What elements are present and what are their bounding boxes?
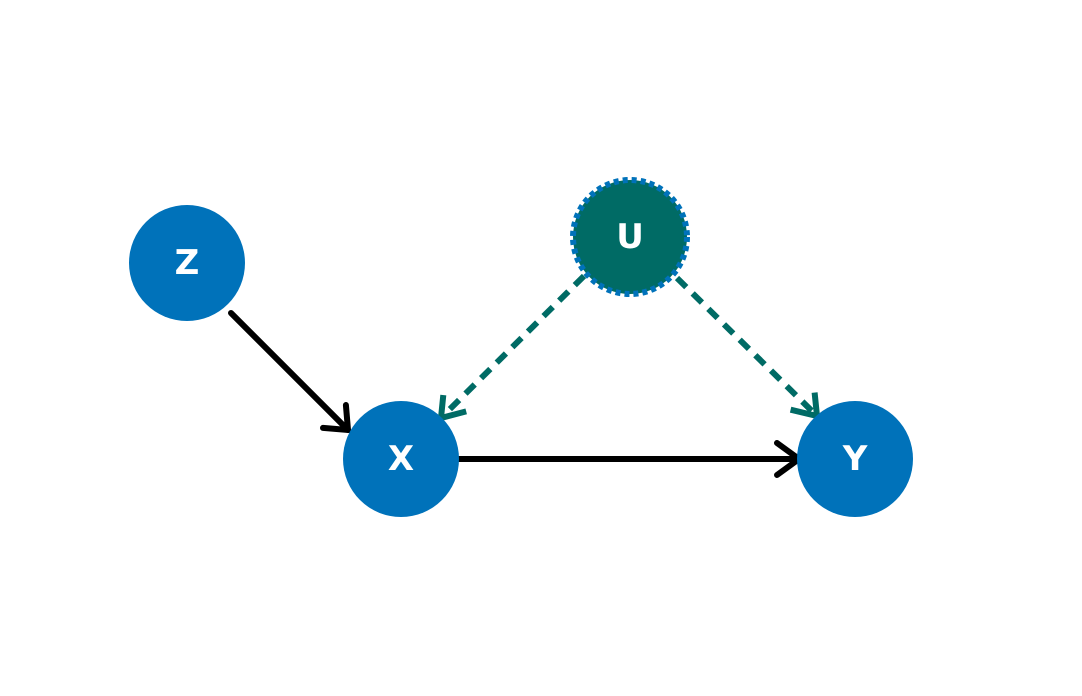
arrowhead-z-to-x <box>320 402 352 434</box>
node-z-label: Z <box>175 243 200 283</box>
node-y-circle <box>797 401 913 517</box>
node-u-label: U <box>616 217 644 257</box>
edge-u-to-y <box>674 275 821 420</box>
node-x-label: X <box>388 439 414 479</box>
node-y-label: Y <box>842 439 868 479</box>
node-z-circle <box>129 205 245 321</box>
edge-u-to-x <box>437 273 587 422</box>
node-z[interactable]: Z <box>129 205 245 321</box>
edge-x-to-y <box>455 440 805 478</box>
node-u-circle <box>570 177 690 297</box>
node-x[interactable]: X <box>343 401 459 517</box>
node-y[interactable]: Y <box>797 401 913 517</box>
node-u-latent[interactable]: U <box>570 177 690 297</box>
node-x-circle <box>343 401 459 517</box>
edge-z-to-x <box>228 310 352 434</box>
